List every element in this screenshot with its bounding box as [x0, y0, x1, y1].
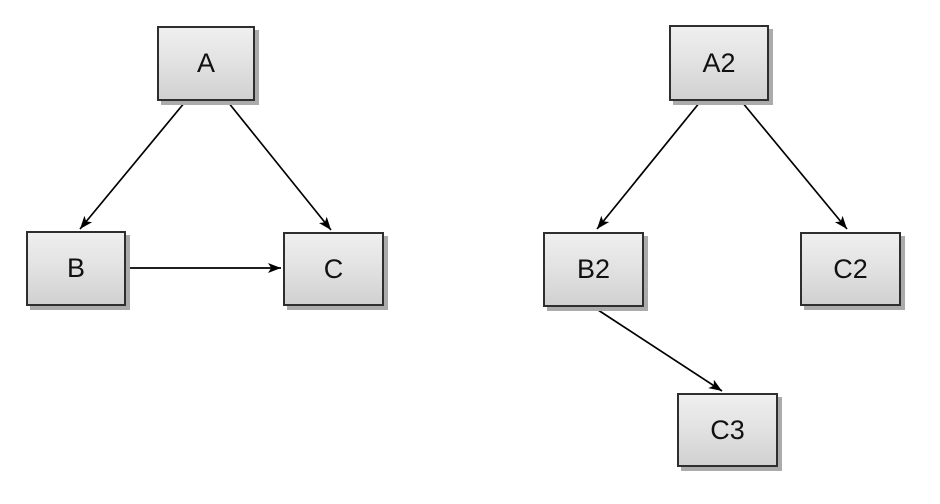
node-b-label: B [66, 253, 85, 283]
node-c2-label: C2 [833, 253, 868, 284]
edge-a2-to-c2 [741, 101, 848, 230]
node-c: C [283, 232, 384, 306]
edge-a-to-c [227, 101, 332, 231]
node-a: A [157, 26, 255, 101]
node-b2: B2 [543, 232, 644, 307]
node-c3-label: C3 [710, 414, 745, 445]
node-a-label: A [196, 48, 215, 78]
node-b2-label: B2 [576, 254, 611, 284]
node-a2: A2 [669, 25, 769, 101]
edge-b2-to-c3 [594, 307, 723, 392]
node-a2-label: A2 [702, 47, 736, 78]
node-c2: C2 [800, 232, 901, 306]
edge-a-to-b [79, 101, 186, 230]
node-c3: C3 [677, 393, 778, 467]
node-c-label: C [323, 253, 344, 284]
edge-a2-to-b2 [596, 101, 701, 230]
node-b: B [26, 231, 126, 306]
